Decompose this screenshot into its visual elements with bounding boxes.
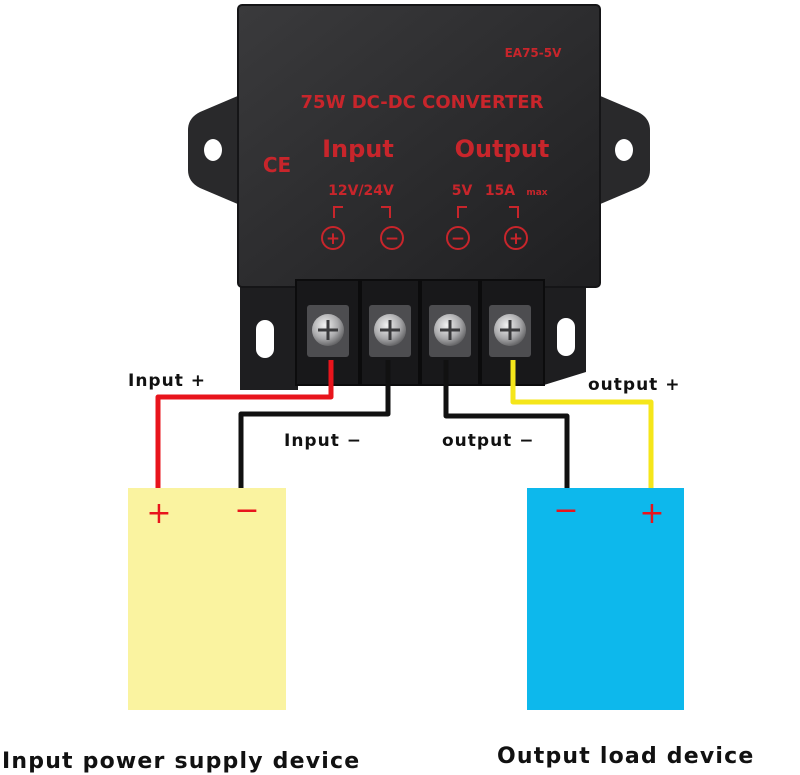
- terminal-symbols: + − − +: [321, 226, 528, 250]
- input-power-supply-device: + −: [128, 488, 286, 710]
- output-heading: Output: [455, 135, 550, 163]
- wire-labels: Input + Input − output − output +: [128, 371, 680, 451]
- label-output-plus: output +: [588, 375, 680, 395]
- symbol-output-minus: −: [451, 229, 465, 249]
- output-device-plus-sign: +: [639, 496, 664, 531]
- symbol-input-minus: −: [385, 229, 399, 249]
- terminal-screw-2: [369, 305, 411, 357]
- output-device-caption: Output load device: [497, 744, 755, 769]
- wire-output-positive: [510, 360, 654, 495]
- wires: [155, 360, 654, 495]
- wire-input-negative: [238, 360, 391, 495]
- input-device-minus-sign: −: [234, 493, 259, 528]
- housing-print: EA75-5V 75W DC-DC CONVERTER CE Input Out…: [263, 46, 563, 250]
- wire-input-positive: [155, 360, 334, 495]
- label-input-minus: Input −: [284, 431, 362, 451]
- wire-output-negative: [443, 360, 570, 495]
- label-input-plus: Input +: [128, 371, 206, 391]
- converter-title: 75W DC-DC CONVERTER: [301, 92, 544, 113]
- output-current-rating: 15A: [485, 183, 515, 199]
- terminal-screw-3: [429, 305, 471, 357]
- terminal-block: [295, 279, 545, 386]
- mounting-ears: [188, 95, 650, 390]
- terminal-screw-4: [489, 305, 531, 357]
- input-voltage-rating: 12V/24V: [328, 183, 394, 199]
- terminal-screw-1: [307, 305, 349, 357]
- input-heading: Input: [322, 135, 394, 163]
- input-device-plus-sign: +: [146, 496, 171, 531]
- output-current-suffix: max: [526, 188, 547, 198]
- output-load-device: − +: [527, 488, 684, 710]
- ce-mark: CE: [263, 153, 291, 177]
- output-device-minus-sign: −: [553, 493, 578, 528]
- symbol-output-plus: +: [509, 229, 523, 249]
- output-voltage-rating: 5V: [452, 183, 473, 199]
- input-device-caption: Input power supply device: [2, 749, 360, 774]
- model-number: EA75-5V: [505, 46, 563, 60]
- symbol-input-plus: +: [326, 229, 340, 249]
- label-output-minus: output −: [442, 431, 534, 451]
